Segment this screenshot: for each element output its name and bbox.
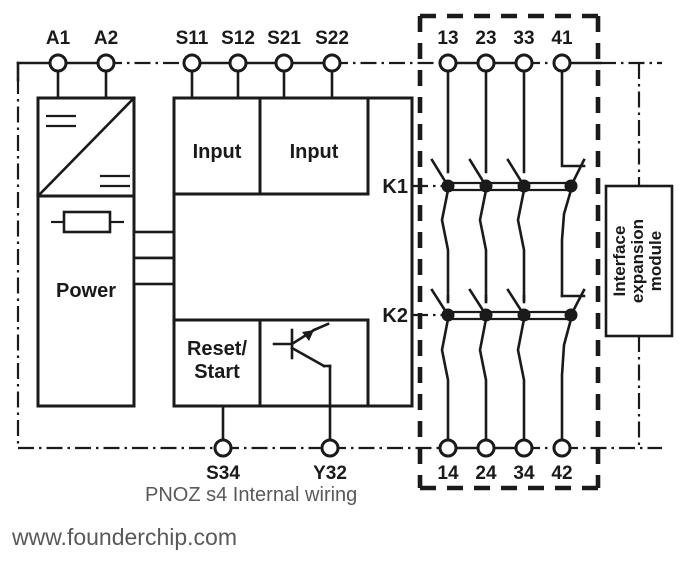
iem-box (604, 184, 674, 338)
transistor-arrowhead (302, 330, 314, 341)
watermark-url: www.founderchip.com (12, 524, 237, 550)
terminal-23[interactable]: 23 (475, 28, 497, 73)
terminal-33[interactable]: 33 (513, 28, 535, 73)
k1-out-34 (516, 188, 526, 302)
power-logic-connector (132, 230, 176, 286)
dc-symbol-bottom (100, 174, 130, 188)
k2-out-42 (560, 317, 573, 450)
k1-out-42 (560, 188, 573, 298)
terminal-label-s21: S21 (267, 28, 301, 49)
contact-group-k2 (430, 288, 586, 450)
connector-box-lower (132, 256, 176, 286)
k2-pivot-23 (479, 308, 493, 322)
terminal-24[interactable]: 24 (475, 438, 497, 484)
bottom-terminals: S34 Y32 14 24 34 42 (206, 438, 573, 484)
fuse-body (62, 210, 112, 234)
terminal-42[interactable]: 42 (551, 438, 573, 484)
contact-block-enclosure (417, 13, 601, 491)
terminal-label-14: 14 (437, 463, 459, 484)
terminal-a1[interactable]: A1 (46, 28, 71, 73)
relay-label-k1: K1 (382, 176, 408, 198)
transistor-emitter (290, 346, 326, 368)
k2-out-34 (516, 317, 526, 450)
dc-dc-converter-block (36, 96, 136, 198)
transistor-output-box (258, 318, 370, 408)
input-1-label: Input (193, 141, 242, 163)
terminal-label-42: 42 (551, 463, 572, 484)
terminal-label-s22: S22 (315, 28, 349, 49)
power-label: Power (56, 280, 116, 302)
terminal-s21[interactable]: S21 (267, 28, 301, 73)
terminal-label-a1: A1 (46, 28, 71, 49)
fuse-symbol (51, 210, 124, 234)
terminal-label-41: 41 (551, 28, 573, 49)
bottom-terminal-leads (221, 404, 332, 450)
dc-converter-diagonal (36, 96, 136, 198)
input-blocks: Input Input (172, 96, 370, 196)
contact-group-k1 (430, 61, 586, 302)
dc-symbol-top (46, 114, 76, 128)
k1-pivot-33 (517, 179, 531, 193)
k1-pivot-23 (479, 179, 493, 193)
terminal-label-24: 24 (475, 463, 497, 484)
reset-start-blocks: Reset/ Start (172, 318, 370, 408)
terminal-s22[interactable]: S22 (315, 28, 349, 73)
terminal-a2[interactable]: A2 (94, 28, 118, 73)
terminal-label-13: 13 (437, 28, 458, 49)
interface-expansion-module (604, 63, 674, 448)
terminal-41[interactable]: 41 (551, 28, 573, 73)
top-terminals: A1 A2 S11 S12 S21 S22 (46, 28, 573, 73)
terminal-s12[interactable]: S12 (221, 28, 255, 73)
terminal-y32[interactable]: Y32 (313, 438, 347, 484)
terminal-label-y32: Y32 (313, 463, 347, 484)
terminal-label-s11: S11 (176, 28, 209, 49)
terminal-label-s12: S12 (221, 28, 255, 49)
power-block: Power (36, 194, 136, 408)
relay-coil-links (412, 184, 444, 317)
terminal-label-a2: A2 (94, 28, 118, 49)
terminal-s34[interactable]: S34 (206, 438, 240, 484)
reset-start-label-line1: Reset/ (187, 338, 247, 360)
terminal-14[interactable]: 14 (437, 438, 459, 484)
k1-lead-41 (560, 61, 586, 168)
k1-pivot-13 (441, 179, 455, 193)
k2-out-14 (440, 317, 450, 450)
terminal-label-23: 23 (475, 28, 496, 49)
input-box-2 (258, 96, 370, 196)
reset-start-box (172, 318, 262, 408)
terminal-label-34: 34 (513, 463, 535, 484)
k2-out-24 (478, 317, 488, 450)
relay-label-k2: K2 (382, 305, 408, 327)
transistor-collector-tail (312, 322, 330, 332)
k2-pivot-41 (564, 308, 578, 322)
terminal-s11[interactable]: S11 (176, 28, 209, 73)
terminal-13[interactable]: 13 (437, 28, 459, 73)
k2-pivot-33 (517, 308, 531, 322)
terminal-label-s34: S34 (206, 463, 240, 484)
diagram-caption: PNOZ s4 Internal wiring (145, 484, 358, 506)
terminal-label-33: 33 (513, 28, 534, 49)
connector-box-upper (132, 230, 176, 260)
terminal-34[interactable]: 34 (513, 438, 535, 484)
relay-labels: K1 K2 (382, 176, 408, 327)
transistor-output-symbol (272, 322, 332, 408)
input-2-label: Input (290, 141, 339, 163)
k1-pivot-41 (564, 179, 578, 193)
k2-pivot-13 (441, 308, 455, 322)
k1-out-24 (478, 188, 488, 302)
k1-out-14 (440, 188, 450, 302)
reset-start-label-line2: Start (194, 361, 240, 383)
